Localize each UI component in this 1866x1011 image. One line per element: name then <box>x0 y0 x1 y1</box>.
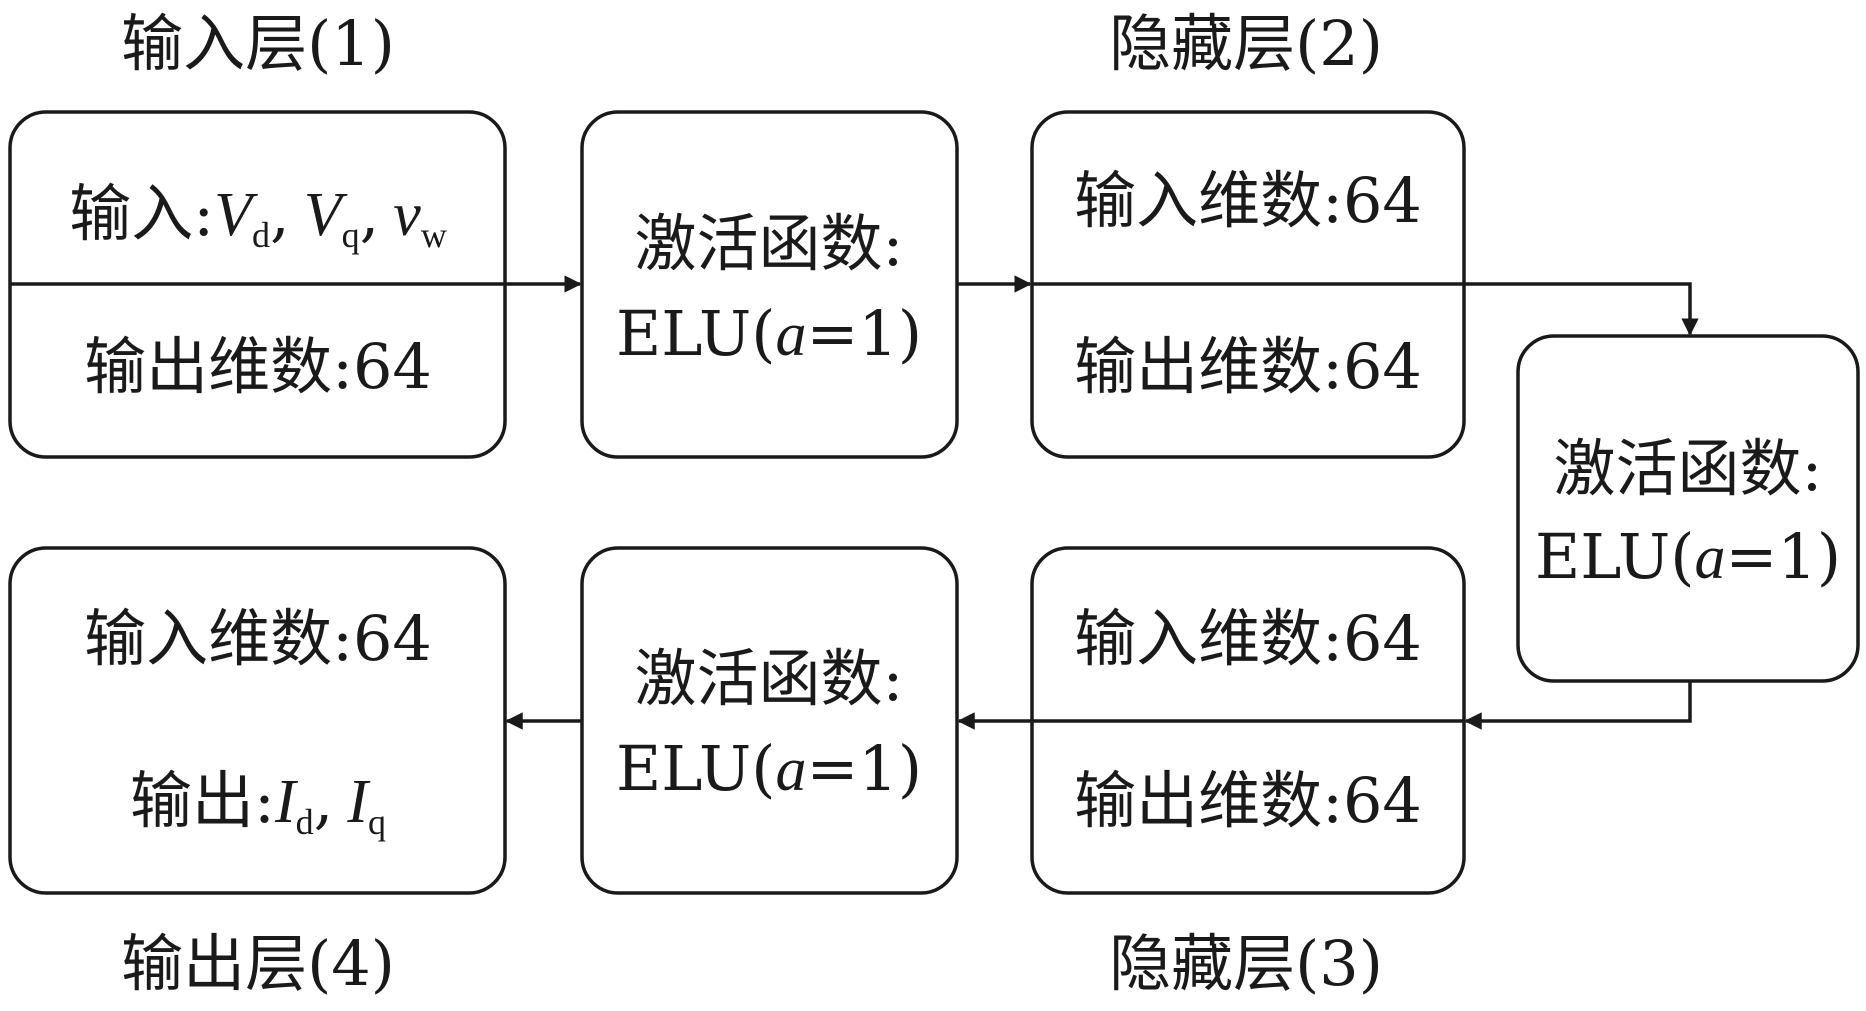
activation-2-label: 激活函数: <box>1554 432 1823 505</box>
connector-activation2-to-hidden3 <box>1464 681 1692 730</box>
activation-1-func: ELU(a=1) <box>616 297 922 370</box>
activation-box-1 <box>580 110 959 459</box>
input-layer-output-dim: 输出维数:64 <box>84 330 432 403</box>
activation-box-2 <box>1516 334 1860 683</box>
var-v-w: v <box>393 181 421 249</box>
comma-2: , <box>360 177 380 250</box>
hidden-layer-3-title: 隐藏层(3) <box>1109 927 1383 1000</box>
comma-3: , <box>314 764 334 837</box>
activation-2-param: a <box>1694 524 1725 592</box>
output-layer-box <box>8 546 507 895</box>
input-vars-line: 输入:Vd,Vq,vw <box>69 177 447 255</box>
var-V-q: V <box>304 181 348 249</box>
input-colon: : <box>193 177 214 250</box>
sub-d: d <box>252 215 270 255</box>
var-V-d: V <box>214 181 258 249</box>
activation-2-value: =1) <box>1725 520 1841 593</box>
output-layer-input-dim: 输入维数:64 <box>84 602 432 675</box>
sub-q: q <box>342 215 360 255</box>
activation-3-param: a <box>775 736 806 804</box>
input-layer-title: 输入层(1) <box>121 7 395 80</box>
activation-1-label: 激活函数: <box>635 207 904 280</box>
output-vars-line: 输出:Id,Iq <box>130 764 386 842</box>
activation-1-value: =1) <box>806 297 922 370</box>
var-I-q: I <box>346 768 371 836</box>
sub-I-q: q <box>368 802 386 842</box>
activation-2-func: ELU(a=1) <box>1535 520 1841 593</box>
sub-w: w <box>421 215 447 255</box>
output-colon: : <box>254 764 275 837</box>
activation-2-func-name: ELU( <box>1535 520 1694 593</box>
activation-1-param: a <box>775 301 806 369</box>
input-label: 输入 <box>69 177 193 250</box>
output-layer-title: 输出层(4) <box>121 927 395 1000</box>
activation-3-value: =1) <box>806 732 922 805</box>
sub-I-d: d <box>296 802 314 842</box>
hidden2-output-dim: 输出维数:64 <box>1074 330 1422 403</box>
activation-3-func: ELU(a=1) <box>616 732 922 805</box>
hidden-layer-2-title: 隐藏层(2) <box>1109 7 1383 80</box>
var-I-d: I <box>274 768 299 836</box>
connector-hidden2-to-activation2 <box>1032 282 1699 336</box>
activation-box-3 <box>580 546 959 895</box>
activation-1-func-name: ELU( <box>616 297 775 370</box>
activation-3-label: 激活函数: <box>635 642 904 715</box>
comma-1: , <box>270 177 290 250</box>
hidden3-output-dim: 输出维数:64 <box>1074 764 1422 837</box>
activation-3-func-name: ELU( <box>616 732 775 805</box>
hidden2-input-dim: 输入维数:64 <box>1074 164 1422 237</box>
hidden3-input-dim: 输入维数:64 <box>1074 602 1422 675</box>
output-label: 输出 <box>130 764 254 837</box>
